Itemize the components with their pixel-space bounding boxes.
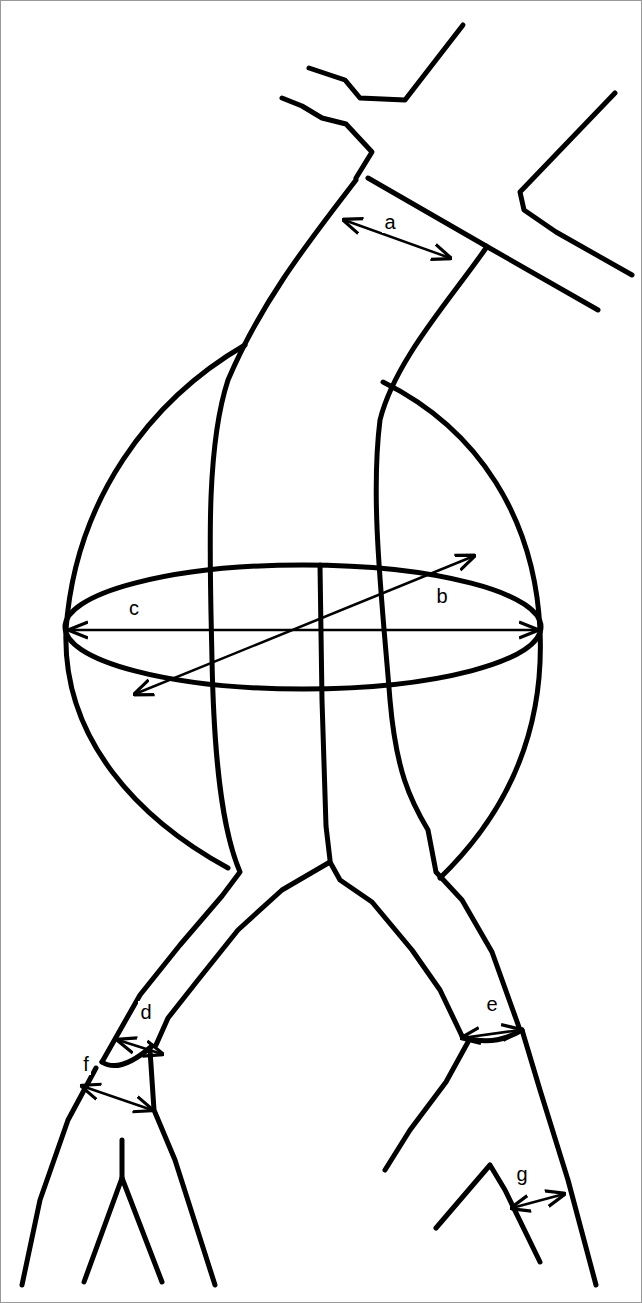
- dimension-letter: g: [514, 1163, 529, 1185]
- iliac-wall: [385, 1042, 468, 1170]
- aortic-neck-wall: [282, 98, 372, 178]
- graft-wall: [102, 180, 356, 1062]
- dimension-arrow: [462, 1030, 520, 1038]
- internal-iliac: [84, 1140, 122, 1282]
- dimension-letter: f: [81, 1053, 91, 1075]
- renal-artery: [520, 93, 632, 275]
- graft-leg-wall: [156, 862, 330, 1045]
- dimension-letter: b: [434, 585, 449, 607]
- dimension-arrow: [135, 556, 474, 694]
- graft-septum: [320, 565, 330, 860]
- graft-wall: [376, 248, 520, 1030]
- renal-artery: [309, 25, 463, 100]
- dimension-letter: c: [127, 597, 141, 619]
- dimension-arrow: [512, 1194, 564, 1208]
- iliac-wall: [22, 1068, 96, 1285]
- graft-leg-wall: [330, 862, 462, 1036]
- dimension-arrow: [82, 1086, 152, 1110]
- dimension-arrow: [118, 1040, 162, 1054]
- iliac-wall: [150, 1050, 215, 1285]
- aortic-neck-wall: [486, 246, 598, 310]
- dimension-letter: e: [484, 993, 499, 1015]
- graft-cuff: [462, 1030, 522, 1041]
- dimension-arrow: [70, 629, 537, 632]
- internal-iliac: [122, 1178, 162, 1282]
- dimension-letter: a: [382, 211, 397, 233]
- dimension-letter: d: [138, 1001, 153, 1023]
- sac-section: [65, 565, 541, 689]
